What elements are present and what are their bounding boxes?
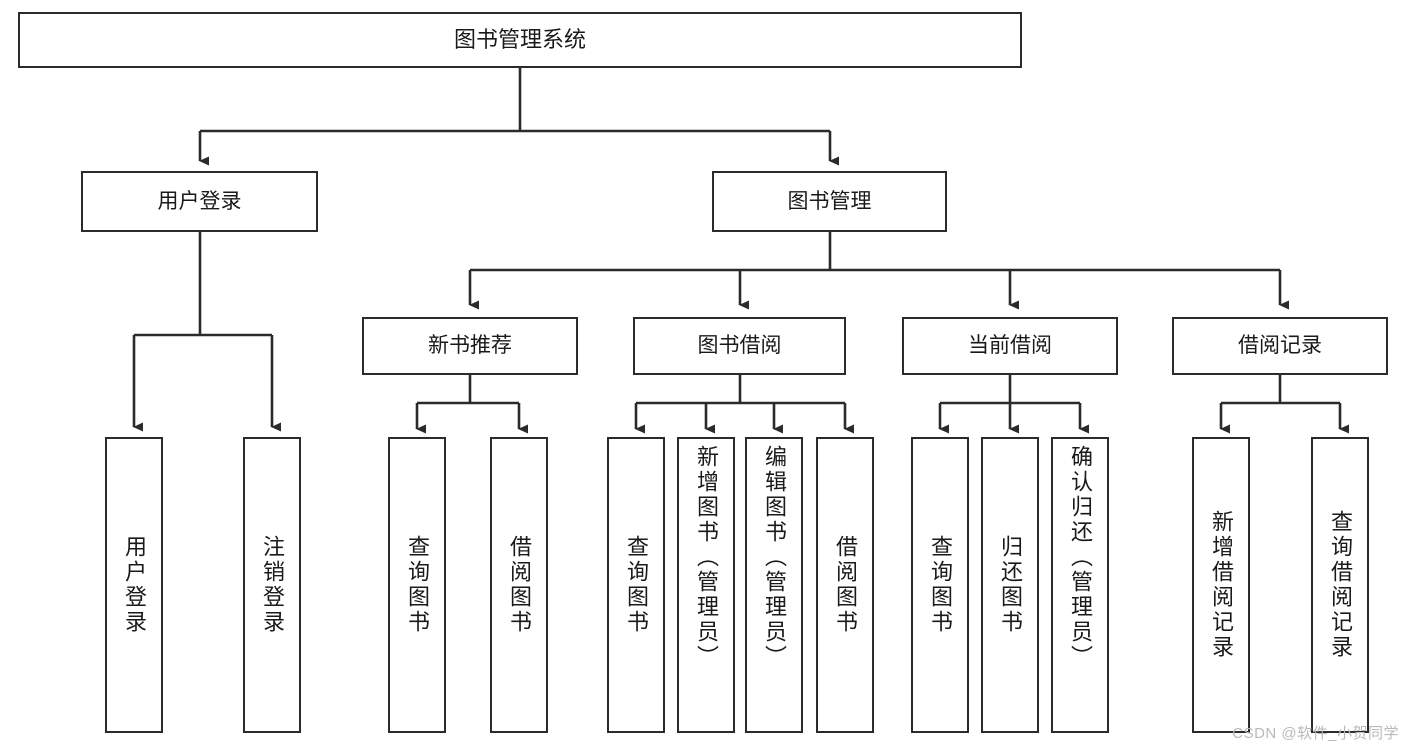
leaf-query-book-current[interactable]: 查询图书 [911,437,969,733]
node-user-login[interactable]: 用户登录 [81,171,318,232]
node-label: 注销登录 [260,535,285,635]
node-label: 查询图书 [405,535,430,635]
node-current-borrow[interactable]: 当前借阅 [902,317,1118,375]
node-label: 借阅记录 [1238,334,1322,358]
node-label: 确认归还（管理员） [1068,445,1093,670]
leaf-borrow-book-borrow[interactable]: 借阅图书 [816,437,874,733]
node-label: 查询图书 [928,535,953,635]
leaf-edit-book[interactable]: 编辑图书（管理员） [745,437,803,733]
node-book-borrow[interactable]: 图书借阅 [633,317,846,375]
node-label: 用户登录 [122,535,147,635]
node-book-manage[interactable]: 图书管理 [712,171,947,232]
node-label: 借阅图书 [507,535,532,635]
leaf-query-book-borrow[interactable]: 查询图书 [607,437,665,733]
node-label: 图书借阅 [697,334,782,358]
node-label: 查询图书 [624,535,649,635]
node-label: 新增借阅记录 [1209,510,1234,660]
leaf-borrow-book-rec[interactable]: 借阅图书 [490,437,548,733]
leaf-confirm-return[interactable]: 确认归还（管理员） [1051,437,1109,733]
leaf-query-book-rec[interactable]: 查询图书 [388,437,446,733]
node-label: 新增图书（管理员） [694,445,719,670]
watermark: CSDN @软件_小贺同学 [1232,725,1399,742]
node-label: 用户登录 [157,189,242,213]
leaf-logout[interactable]: 注销登录 [243,437,301,733]
node-label: 图书管理系统 [453,26,586,52]
leaf-user-login[interactable]: 用户登录 [105,437,163,733]
leaf-add-book[interactable]: 新增图书（管理员） [677,437,735,733]
leaf-add-record[interactable]: 新增借阅记录 [1192,437,1250,733]
node-label: 归还图书 [998,535,1023,635]
leaf-query-record[interactable]: 查询借阅记录 [1311,437,1369,733]
leaf-return-book[interactable]: 归还图书 [981,437,1039,733]
node-label: 查询借阅记录 [1328,510,1353,660]
node-new-book-rec[interactable]: 新书推荐 [362,317,578,375]
node-label: 借阅图书 [833,535,858,635]
node-label: 编辑图书（管理员） [762,445,787,670]
node-root-system[interactable]: 图书管理系统 [18,12,1022,68]
node-borrow-record[interactable]: 借阅记录 [1172,317,1388,375]
node-label: 当前借阅 [968,334,1052,358]
node-label: 新书推荐 [428,334,512,358]
node-label: 图书管理 [787,189,872,213]
